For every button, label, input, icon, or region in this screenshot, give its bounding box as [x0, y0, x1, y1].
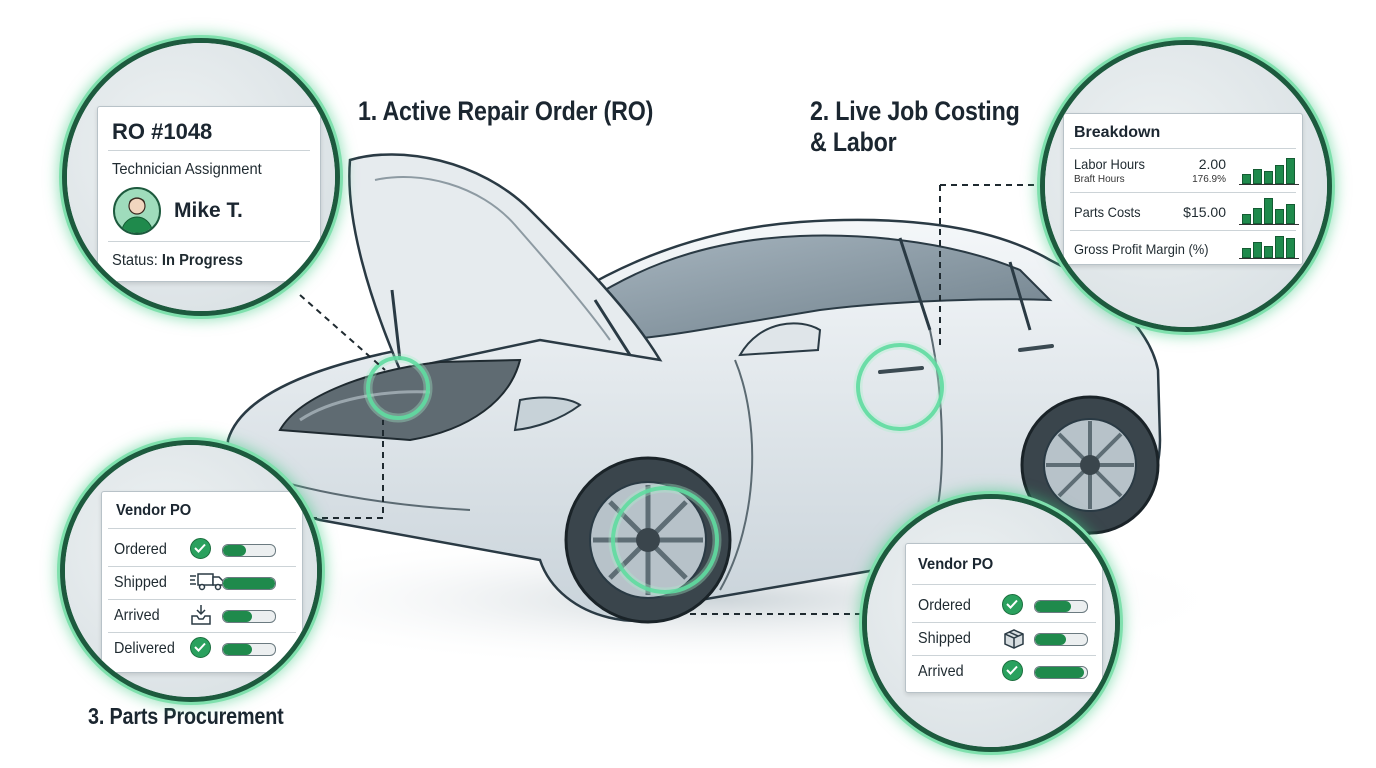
vendor-po-item-label: Shipped: [918, 630, 971, 647]
check-icon: [190, 637, 224, 661]
vendor-po-item-label: Ordered: [114, 541, 167, 558]
labor-hours-label: Labor Hours: [1074, 156, 1145, 172]
vendor-po-item-label: Arrived: [114, 607, 160, 624]
ro-callout: RO #1048 Technician Assignment Mike T. S…: [62, 38, 340, 316]
mini-chart-bar: [1286, 158, 1295, 184]
vendor-po-progress-bar: [222, 643, 276, 656]
vendor-po-item-shipped: Shipped: [906, 623, 1102, 656]
mini-chart-bar: [1253, 208, 1262, 224]
vendor-po-right-title: Vendor PO: [918, 556, 994, 573]
vendor-po-left-title: Vendor PO: [116, 502, 192, 519]
mini-chart-baseline: [1239, 183, 1299, 185]
check-icon: [1002, 594, 1036, 618]
inbox-download-icon: [190, 604, 224, 628]
mini-chart-bar: [1264, 198, 1273, 224]
mini-chart-bar: [1242, 174, 1251, 184]
parts-costs-value: $15.00: [1183, 204, 1226, 220]
parts-costs-mini-chart: [1239, 198, 1299, 225]
vendor-po-progress-bar: [222, 610, 276, 623]
heading-live-job-costing: 2. Live Job Costing & Labor: [810, 96, 1020, 157]
check-icon: [190, 538, 224, 562]
vendor-po-item-delivered: Delivered: [102, 633, 302, 666]
vendor-po-item-arrived: Arrived: [906, 656, 1102, 689]
mini-chart-bar: [1253, 169, 1262, 184]
labor-hours-value: 2.00: [1198, 156, 1226, 172]
mini-chart-baseline: [1239, 223, 1299, 225]
status-label: Status:: [112, 252, 158, 269]
labor-hours-percent: 176.9%: [1192, 174, 1226, 185]
vendor-po-progress-bar: [1034, 666, 1088, 679]
vendor-po-item-ordered: Ordered: [102, 534, 302, 567]
vendor-po-item-label: Arrived: [918, 663, 964, 680]
technician-avatar-icon: [113, 187, 161, 235]
heading-parts-procurement: 3. Parts Procurement: [88, 703, 284, 729]
vendor-po-item-shipped: Shipped: [102, 567, 302, 600]
vendor-po-item-label: Shipped: [114, 574, 167, 591]
vendor-po-item-arrived: Arrived: [102, 600, 302, 633]
parts-costs-label: Parts Costs: [1074, 204, 1141, 220]
mini-chart-bar: [1286, 204, 1295, 224]
ro-card: RO #1048 Technician Assignment Mike T. S…: [97, 106, 321, 282]
breakdown-title: Breakdown: [1074, 124, 1161, 141]
ro-number: RO #1048: [112, 119, 213, 144]
status-value: In Progress: [161, 252, 243, 269]
ro-status: Status: In Progress: [112, 252, 243, 270]
package-box-icon: [1002, 627, 1036, 651]
breakdown-card: Breakdown Labor Hours Braft Hours 2.00 1…: [1063, 113, 1303, 265]
check-icon: [1002, 660, 1036, 684]
mini-chart-bar: [1286, 238, 1295, 258]
vendor-po-item-label: Ordered: [918, 597, 971, 614]
vendor-po-progress-bar: [1034, 600, 1088, 613]
labor-hours-mini-chart: [1239, 158, 1299, 185]
mini-chart-bar: [1275, 209, 1284, 224]
gross-profit-margin-label: Gross Profit Margin (%): [1074, 241, 1209, 257]
vendor-po-progress-bar: [222, 544, 276, 557]
technician-name: Mike T.: [174, 199, 243, 222]
costing-callout: Breakdown Labor Hours Braft Hours 2.00 1…: [1040, 40, 1332, 332]
mini-chart-bar: [1264, 171, 1273, 184]
labor-hours-sublabel: Braft Hours: [1074, 174, 1125, 185]
vendor-po-item-label: Delivered: [114, 640, 175, 657]
mini-chart-bar: [1242, 248, 1251, 258]
mini-chart-bar: [1275, 165, 1284, 184]
mini-chart-bar: [1264, 246, 1273, 258]
mini-chart-bar: [1275, 236, 1284, 258]
vendor-po-item-ordered: Ordered: [906, 590, 1102, 623]
heading-active-repair-order: 1. Active Repair Order (RO): [358, 96, 654, 126]
gross-profit-margin-mini-chart: [1239, 234, 1299, 259]
mini-chart-bar: [1242, 214, 1251, 224]
vendor-po-progress-bar: [1034, 633, 1088, 646]
mini-chart-baseline: [1239, 257, 1299, 259]
delivery-truck-icon: [190, 571, 224, 595]
mini-chart-bar: [1253, 242, 1262, 258]
vendor-po-progress-bar: [222, 577, 276, 590]
technician-assignment-label: Technician Assignment: [112, 161, 262, 178]
